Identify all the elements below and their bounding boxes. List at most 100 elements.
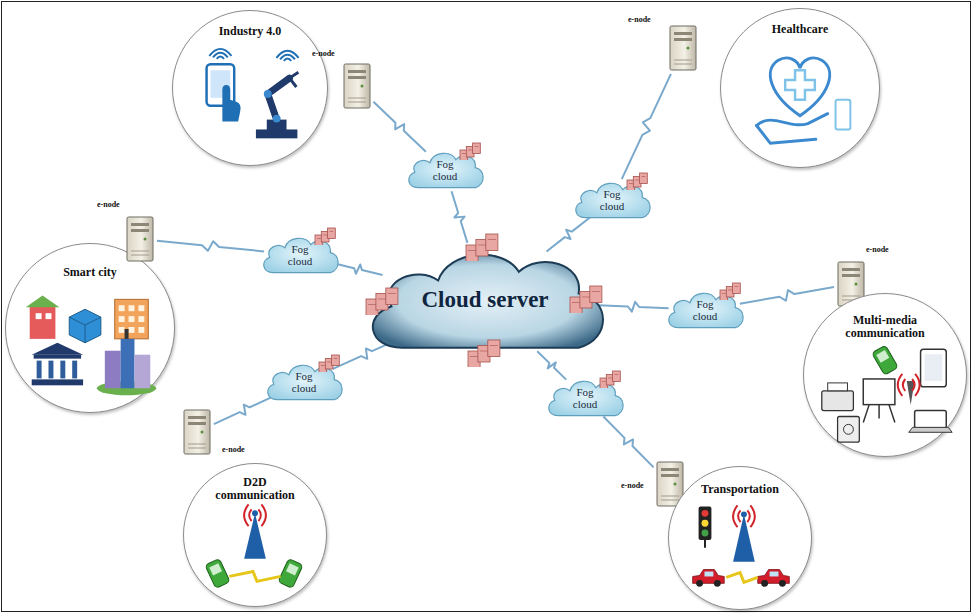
- drawing-part: [119, 327, 125, 333]
- drawing-part: [217, 57, 224, 59]
- drawing-part: [188, 422, 206, 425]
- drawing-part: [368, 304, 376, 305]
- drawing-part: [188, 416, 206, 419]
- drawing-part: [244, 513, 266, 558]
- drawing-part: [468, 150, 472, 151]
- server-stack: [599, 370, 625, 388]
- server-stack: [314, 227, 340, 245]
- drawing-part: [462, 153, 466, 154]
- node-title: Fog cloud: [594, 188, 630, 212]
- drawing-part: [138, 316, 144, 322]
- drawing-part: [129, 316, 135, 322]
- node-label: e-node: [222, 446, 245, 455]
- drawing-part: [640, 173, 648, 184]
- drawing-part: [361, 85, 364, 88]
- drawing-part: [828, 383, 848, 391]
- e-node-server: e-node: [182, 408, 212, 456]
- drawing-part: [330, 231, 334, 232]
- drawing-part: [328, 228, 336, 239]
- drawing-part: [268, 78, 290, 119]
- node-label: e-node: [97, 201, 120, 210]
- drawing-part: [661, 468, 679, 471]
- drawing-part: [836, 100, 851, 130]
- drawing-part: [842, 296, 860, 297]
- node-title: Industry 4.0: [185, 25, 315, 38]
- drawing-part: [480, 351, 488, 352]
- drawing-part: [838, 416, 860, 442]
- drawing-part: [46, 313, 52, 319]
- drawing-part: [863, 405, 895, 423]
- server-stack: [626, 172, 652, 190]
- drawing-part: [134, 355, 150, 389]
- server-icon: [342, 62, 372, 110]
- drawing-part: [770, 58, 829, 116]
- drawing-part: [332, 355, 340, 366]
- wireless-link: [334, 263, 383, 275]
- drawing-part: [898, 374, 902, 396]
- drawing-part: [704, 540, 706, 548]
- drawing-part: [284, 59, 291, 61]
- wireless-link: [740, 287, 834, 304]
- e-node-server: e-node: [668, 24, 698, 72]
- drawing-part: [249, 509, 251, 521]
- drawing-part: [674, 64, 692, 65]
- node-title: Fog cloud: [286, 370, 322, 394]
- drawing-part: [635, 180, 639, 181]
- drawing-part: [722, 293, 726, 294]
- drawing-part: [478, 245, 486, 246]
- drawing-part: [280, 55, 295, 60]
- e-node-server: e-node: [125, 215, 155, 263]
- drawing-part: [674, 483, 677, 486]
- drawing-part: [473, 143, 481, 154]
- drawing-part: [733, 514, 755, 561]
- node-title: Fog cloud: [567, 386, 603, 410]
- drawing-part: [209, 563, 222, 575]
- fog-cloud: Fog cloud: [663, 286, 747, 334]
- drawing-part: [572, 302, 580, 303]
- drawing-part: [278, 559, 303, 589]
- drawing-part: [863, 379, 895, 405]
- drawing-part: [348, 70, 366, 73]
- wireless-link: [537, 351, 566, 379]
- drawing-part: [490, 345, 498, 346]
- drawing-part: [188, 448, 206, 449]
- drawing-part: [256, 129, 297, 138]
- drawing-part: [273, 115, 281, 123]
- drawing-part: [188, 444, 206, 445]
- drawing-part: [779, 580, 786, 587]
- drawing-part: [921, 349, 947, 387]
- drawing-part: [842, 274, 860, 277]
- drawing-part: [702, 510, 709, 517]
- server-icon: [668, 24, 698, 72]
- drawing-part: [36, 313, 42, 319]
- node-label: e-node: [312, 50, 335, 59]
- drawing-part: [750, 505, 754, 527]
- drawing-part: [317, 238, 321, 239]
- drawing-part: [872, 345, 899, 375]
- drawing-part: [69, 317, 101, 343]
- drawing-part: [903, 379, 905, 391]
- drawing-part: [761, 580, 768, 587]
- server-stack: [465, 233, 501, 261]
- drawing-part: [661, 500, 679, 501]
- drawing-part: [735, 286, 739, 287]
- drawing-part: [348, 98, 366, 99]
- drawing-part: [348, 76, 366, 79]
- drawing-part: [252, 510, 258, 516]
- drawing-part: [119, 305, 125, 311]
- node-title: Fog cloud: [282, 243, 318, 267]
- server-stack: [569, 285, 605, 313]
- drawing-part: [674, 38, 692, 41]
- drawing-part: [37, 361, 42, 379]
- drawing-part: [131, 255, 149, 256]
- drawing-part: [32, 343, 83, 355]
- drawing-part: [344, 64, 370, 108]
- drawing-part: [327, 362, 331, 363]
- drawing-part: [222, 85, 240, 122]
- drawing-part: [119, 316, 125, 322]
- wireless-link: [547, 217, 591, 251]
- drawing-part: [741, 511, 747, 517]
- drawing-part: [125, 329, 129, 339]
- fog-cloud: Fog cloud: [570, 176, 654, 224]
- drawing-part: [702, 530, 709, 537]
